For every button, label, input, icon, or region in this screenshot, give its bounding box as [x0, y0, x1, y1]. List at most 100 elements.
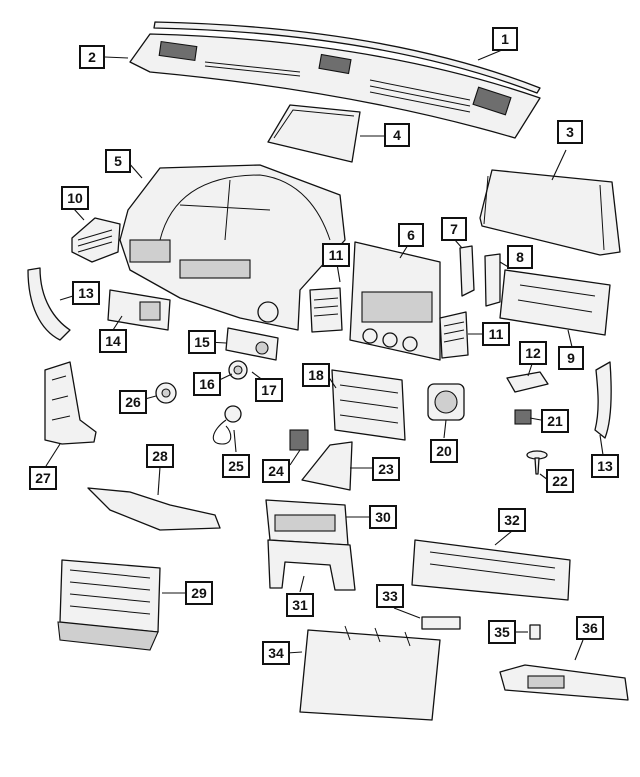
callout-25-label: 25	[228, 458, 244, 474]
callout-11-left: 11	[322, 243, 350, 267]
part-28-lower-trim	[87, 487, 221, 531]
callout-31-label: 31	[292, 597, 308, 613]
callout-2: 2	[79, 45, 105, 69]
callout-35: 35	[488, 620, 516, 644]
callout-8-label: 8	[516, 249, 524, 265]
callout-26-label: 26	[125, 394, 141, 410]
callout-13-left-label: 13	[78, 285, 94, 301]
callout-13-right: 13	[591, 454, 619, 478]
part-2-upper-panel	[129, 33, 541, 139]
part-10-vent	[71, 217, 121, 263]
part-16-knob	[228, 360, 248, 380]
callout-21-label: 21	[547, 413, 563, 429]
part-3-panel	[479, 169, 621, 256]
part-9-bracket	[499, 269, 611, 336]
callout-5-label: 5	[114, 153, 122, 169]
part-30-console-bezel	[265, 499, 349, 546]
part-32-storage-tray	[411, 539, 571, 601]
callout-12: 12	[519, 341, 547, 365]
part-24-lighter	[289, 429, 309, 451]
callout-36: 36	[576, 616, 604, 640]
callout-6: 6	[398, 223, 424, 247]
part-27-bracket	[44, 361, 97, 445]
callout-9: 9	[558, 346, 584, 370]
part-4-cover	[267, 104, 361, 163]
part-11-right-vent	[439, 311, 469, 359]
callout-14-label: 14	[105, 333, 121, 349]
callout-24: 24	[262, 459, 290, 483]
part-35-switch	[529, 624, 541, 640]
part-5-instrument-panel	[119, 164, 346, 331]
part-11-left-vent	[309, 287, 343, 333]
part-31-console-body	[267, 539, 356, 591]
callout-8: 8	[507, 245, 533, 269]
part-36-lower-panel	[499, 664, 629, 701]
callout-11-left-label: 11	[329, 247, 344, 263]
part-18-storage-bin	[331, 369, 406, 441]
part-29-floor-console	[57, 559, 161, 651]
callout-32: 32	[498, 508, 526, 532]
callout-11-right-label: 11	[489, 326, 504, 342]
part-21-clip	[514, 409, 532, 425]
callout-16: 16	[193, 372, 221, 396]
callout-34-label: 34	[268, 645, 284, 661]
callout-3-label: 3	[566, 124, 574, 140]
callout-15: 15	[188, 330, 216, 354]
part-12-pad	[506, 371, 549, 393]
callout-3: 3	[557, 120, 583, 144]
callout-27: 27	[29, 466, 57, 490]
callout-25: 25	[222, 454, 250, 478]
part-26-knob	[155, 382, 177, 404]
part-13-right-trim	[594, 361, 612, 439]
callout-26: 26	[119, 390, 147, 414]
callout-30-label: 30	[375, 509, 391, 525]
callout-10: 10	[61, 186, 89, 210]
callout-32-label: 32	[504, 512, 520, 528]
part-13-left-trim	[27, 267, 71, 341]
callout-7-label: 7	[450, 221, 458, 237]
part-33-switch-strip	[421, 616, 461, 630]
callout-27-label: 27	[35, 470, 51, 486]
part-6-center-bezel	[349, 241, 441, 361]
part-15-switch-bezel	[225, 327, 279, 361]
callout-11-right: 11	[482, 322, 510, 346]
callout-35-label: 35	[494, 624, 510, 640]
callout-23: 23	[372, 457, 400, 481]
callout-14: 14	[99, 329, 127, 353]
callout-9-label: 9	[567, 350, 575, 366]
callout-30: 30	[369, 505, 397, 529]
part-22-push-pin	[526, 450, 548, 475]
callout-22: 22	[546, 469, 574, 493]
callout-17: 17	[255, 378, 283, 402]
part-23-shroud	[301, 441, 353, 491]
callout-21: 21	[541, 409, 569, 433]
callout-15-label: 15	[194, 334, 210, 350]
callout-34: 34	[262, 641, 290, 665]
callout-10-label: 10	[67, 190, 83, 206]
callout-4-label: 4	[393, 127, 401, 143]
callout-20-label: 20	[436, 443, 452, 459]
callout-29-label: 29	[191, 585, 207, 601]
part-34-glove-box	[299, 625, 441, 721]
part-7-bracket	[459, 245, 475, 297]
callout-6-label: 6	[407, 227, 415, 243]
callout-5: 5	[105, 149, 131, 173]
callout-33-label: 33	[382, 588, 398, 604]
callout-33: 33	[376, 584, 404, 608]
callout-13-right-label: 13	[597, 458, 613, 474]
callout-20: 20	[430, 439, 458, 463]
part-25-socket	[212, 405, 242, 445]
part-20-speaker	[427, 383, 465, 421]
callout-22-label: 22	[552, 473, 568, 489]
callout-29: 29	[185, 581, 213, 605]
callout-31: 31	[286, 593, 314, 617]
callout-28: 28	[146, 444, 174, 468]
callout-36-label: 36	[582, 620, 598, 636]
part-8-bracket	[484, 253, 501, 307]
callout-1-label: 1	[501, 31, 509, 47]
callout-12-label: 12	[525, 345, 541, 361]
callout-18: 18	[302, 363, 330, 387]
callout-18-label: 18	[308, 367, 324, 383]
